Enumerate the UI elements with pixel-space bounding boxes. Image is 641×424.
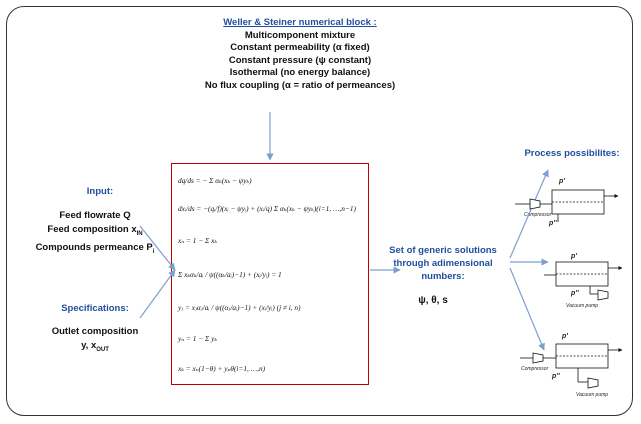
- input-line-2: Feed composition x: [47, 223, 137, 235]
- weller-title: Weller & Steiner numerical block :: [223, 17, 377, 28]
- p-double-2: p'': [571, 290, 579, 297]
- weller-line-4: Isothermal (no energy balance): [229, 67, 371, 79]
- compressor-label-1: Compressor: [524, 212, 552, 218]
- specs-sub: OUT: [96, 346, 109, 353]
- input-line-3: Compounds permeance P: [35, 241, 153, 253]
- specs-list: Outlet composition y, xOUT: [40, 325, 150, 357]
- specs-line-2: y, x: [81, 340, 97, 351]
- vacuum-label-2: Vacuum pump: [576, 392, 609, 398]
- arrow-to-process-3: [509, 267, 545, 351]
- input-list: Feed flowrate Q Feed composition xIN Com…: [20, 209, 170, 259]
- p-prime-1: p': [559, 178, 565, 185]
- input-title: Input:: [86, 186, 114, 197]
- equation-2: dxᵢ/ds = −(qᵢ/f)(xᵢ − ψyᵢ) + (xᵢ/q) Σ αₖ…: [178, 204, 356, 213]
- equation-3: xₙ = 1 − Σ xₖ: [178, 236, 218, 245]
- arrow-input-to-box: [139, 225, 176, 271]
- generic-line-1: Set of generic solutions: [389, 245, 497, 256]
- p-double-3: p'': [552, 373, 560, 380]
- equation-6: yₙ = 1 − Σ yₖ: [178, 334, 218, 343]
- specs-title: Specifications:: [61, 303, 129, 314]
- weller-line-2: Constant permeability (α fixed): [230, 42, 370, 54]
- arrow-specs-to-box: [139, 269, 176, 319]
- process-option-3: [520, 343, 623, 389]
- equation-4: Σ xₖαₖ/aᵢ / ψ((αₖ/aᵢ)−1) + (xᵢ/yᵢ) = 1: [178, 270, 282, 279]
- input-line-1: Feed flowrate Q: [59, 210, 131, 221]
- specs-line-1: Outlet composition: [51, 326, 139, 337]
- p-double-1: p'': [549, 220, 557, 227]
- generic-solutions: Set of generic solutions through adimens…: [368, 244, 518, 283]
- weller-block: Weller & Steiner numerical block : Multi…: [160, 17, 440, 93]
- arrow-to-process-1: [509, 169, 549, 259]
- equation-5: yⱼ = xⱼαⱼ/aᵢ / ψ((αⱼ/aᵢ)−1) + (xᵢ/yᵢ) (j…: [178, 303, 301, 312]
- weller-line-5: No flux coupling (α = ratio of permeance…: [204, 79, 396, 91]
- generic-values: ψ, θ, s: [418, 295, 448, 306]
- generic-line-3: numbers:: [421, 271, 465, 282]
- generic-line-2: through adimensional: [393, 258, 493, 269]
- vacuum-label-1: Vacuum pump: [566, 303, 599, 309]
- process-option-2: [544, 261, 623, 301]
- equation-7: xₖ = xₙ(1−θ) + yₚθ(i=1, …,n): [178, 364, 266, 373]
- process-title: Process possibilites:: [524, 148, 620, 159]
- input-sub-2: IN: [136, 230, 143, 237]
- compressor-label-2: Compressor: [521, 366, 549, 372]
- process-option-1: [515, 189, 619, 222]
- equation-1: dq/ds = − Σ αₖ(xₖ − ψyₖ): [178, 176, 252, 185]
- outer-frame: [6, 6, 633, 416]
- p-prime-3: p': [562, 333, 568, 340]
- weller-line-3: Constant pressure (ψ constant): [228, 54, 372, 66]
- weller-line-1: Multicomponent mixture: [244, 29, 356, 41]
- input-sub-3: i: [152, 248, 155, 255]
- p-prime-2: p': [571, 253, 577, 260]
